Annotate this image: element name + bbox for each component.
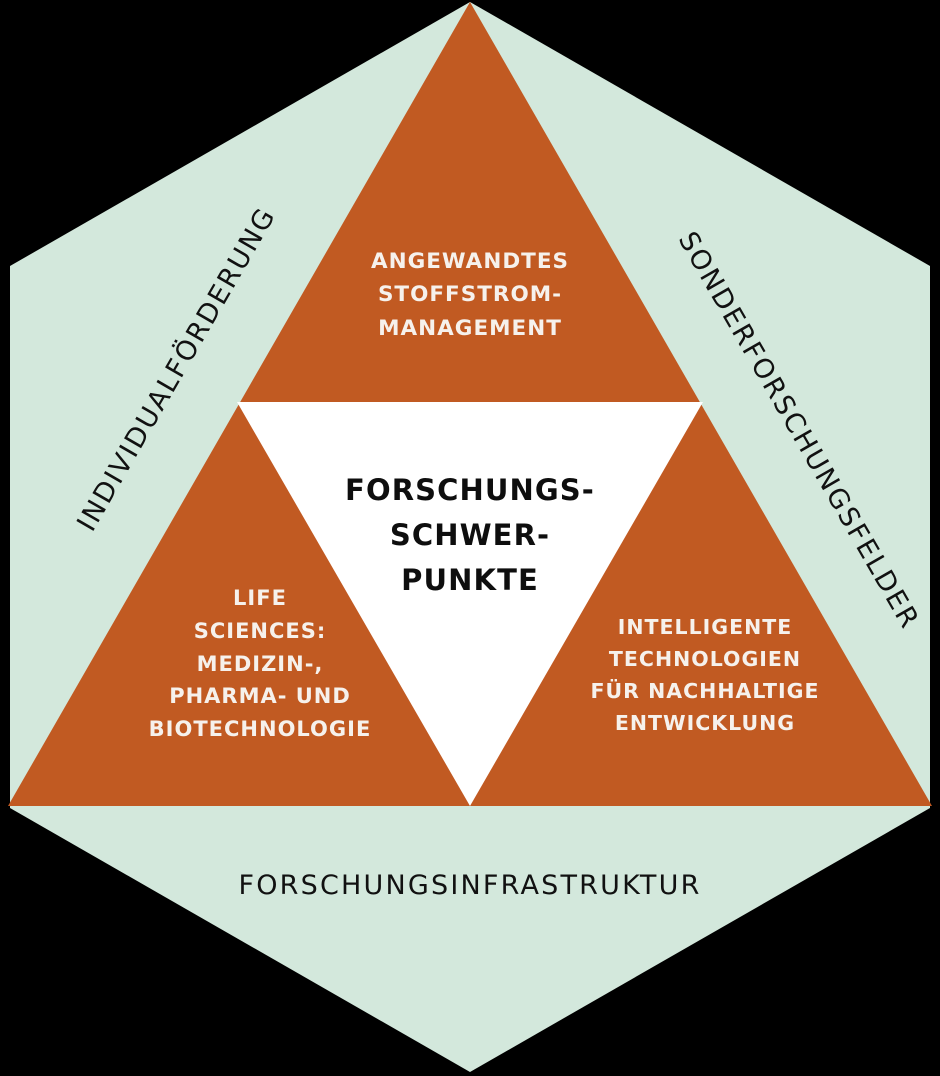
inner-triangle <box>237 402 703 806</box>
